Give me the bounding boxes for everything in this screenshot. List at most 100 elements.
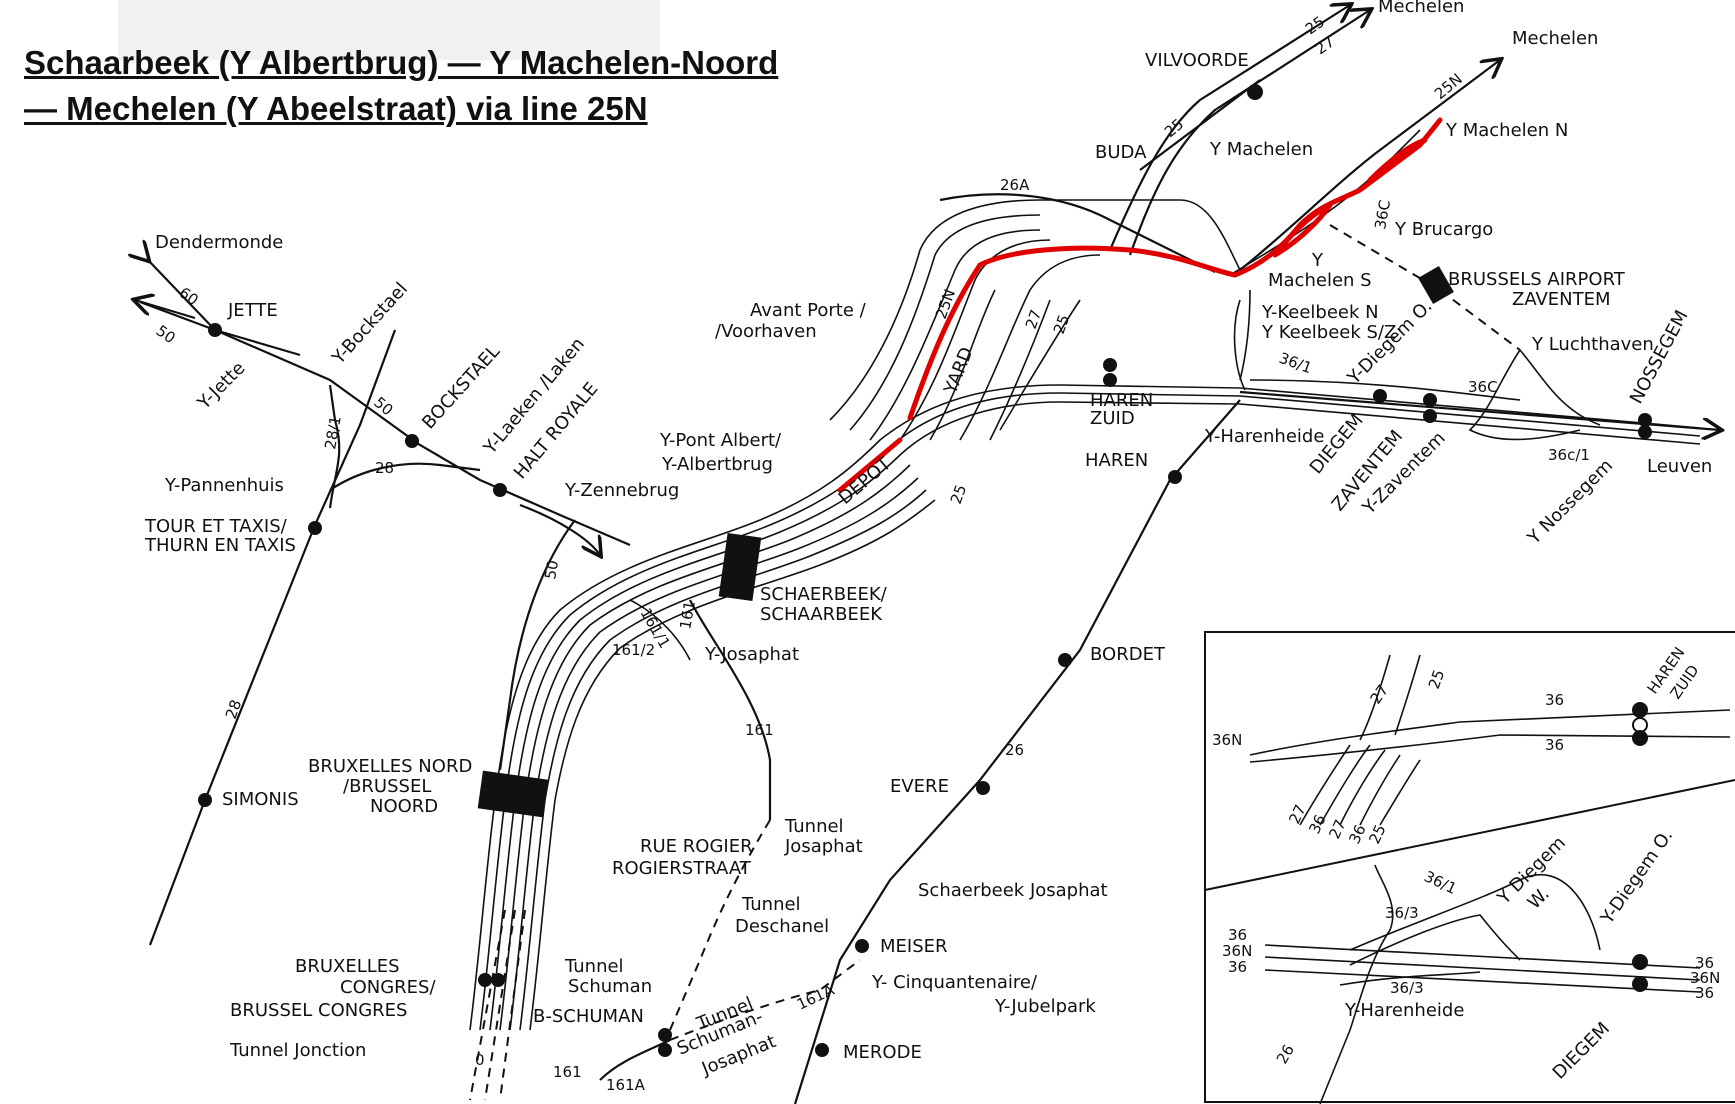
label-tour-taxis-1: TOUR ET TAXIS/ xyxy=(144,516,288,537)
inset-frame xyxy=(1204,631,1735,1103)
label-b-schuman: B-SCHUMAN xyxy=(533,1006,644,1027)
inset1-b25: 25 xyxy=(1365,822,1389,847)
label-bruxelles-nord-1: BRUXELLES NORD xyxy=(308,756,472,777)
label-bruxelles-nord-3: NOORD xyxy=(370,796,438,817)
tunnel-junction-dashed xyxy=(469,909,526,1101)
line-36c-track xyxy=(1249,379,1521,401)
label-y-keelbeek-sz: Y Keelbeek S/Z xyxy=(1261,322,1396,343)
map-title: Schaarbeek (Y Albertbrug) — Y Machelen-N… xyxy=(24,40,778,132)
inset2-r36b: 36 xyxy=(1695,984,1714,1002)
ln-25n: 25N xyxy=(1431,70,1466,103)
label-tunnel-schuman-1: Tunnel xyxy=(564,956,624,977)
ln-28a: 28 xyxy=(375,459,394,477)
ln-50b: 50 xyxy=(370,393,396,419)
ln-36c-b: 36C xyxy=(1468,378,1498,396)
label-schaerbeek-2: SCHAARBEEK xyxy=(760,604,883,625)
label-y-machelen-n: Y Machelen N xyxy=(1445,120,1568,141)
inset1-36n: 36N xyxy=(1212,731,1242,749)
line-26a-track xyxy=(939,193,1216,273)
stations xyxy=(198,84,1652,1057)
inset-divider xyxy=(1204,779,1735,891)
label-rue-rogier-1: RUE ROGIER xyxy=(640,836,753,857)
label-congres-1: BRUXELLES xyxy=(295,956,400,977)
label-y-keelbeek-n: Y-Keelbeek N xyxy=(1261,302,1379,323)
ln-161c: 161 xyxy=(553,1063,582,1081)
label-tunnel-deschanel-2: Deschanel xyxy=(735,916,829,937)
label-avant-porte-2: /Voorhaven xyxy=(715,321,817,342)
label-tunnel-schuman-2: Schuman xyxy=(568,976,652,997)
label-y-zennebrug: Y-Zennebrug xyxy=(564,480,679,501)
inset2-diegem: DIEGEM xyxy=(1549,1018,1614,1083)
ln-26: 26 xyxy=(1005,741,1024,759)
inset1-b27: 27 xyxy=(1285,802,1309,827)
label-congres-3: BRUSSEL CONGRES xyxy=(230,1000,407,1021)
label-bruxelles-nord-2: /BRUSSEL xyxy=(343,776,431,797)
inset1-36a: 36 xyxy=(1545,691,1564,709)
ln-161-2: 161/2 xyxy=(612,641,655,659)
ln-50c: 50 xyxy=(541,559,562,581)
label-tunnel-deschanel-1: Tunnel xyxy=(741,894,801,915)
label-y-machelen: Y Machelen xyxy=(1209,139,1313,160)
inset2-36-3b: 36/3 xyxy=(1390,979,1424,997)
bruxelles-nord-station xyxy=(477,770,549,818)
inset1-labels: 27 25 36 36 36N HAREN ZUID 27 36 27 36 2… xyxy=(1212,644,1703,847)
map-title-line-1: Schaarbeek (Y Albertbrug) — Y Machelen-N… xyxy=(24,44,779,81)
line-25-vilvoorde-track xyxy=(1128,10,1370,256)
label-tunnel-jonction: Tunnel Jonction xyxy=(229,1040,366,1061)
inset1-27: 27 xyxy=(1367,681,1393,707)
ln-161b: 161 xyxy=(745,721,774,739)
label-y-luchthaven: Y Luchthaven xyxy=(1531,334,1654,355)
label-evere: EVERE xyxy=(890,776,949,797)
ln-36c: 36C xyxy=(1371,198,1394,230)
ln-0: 0 xyxy=(475,1051,485,1069)
label-y-cinquantenaire-1: Y- Cinquantenaire/ xyxy=(871,972,1038,993)
label-bordet: BORDET xyxy=(1090,644,1166,665)
inset2-tracks xyxy=(1264,864,1701,1104)
label-y-nossegem: Y Nossegem xyxy=(1523,455,1617,549)
label-y-bockstael: Y-Bockstael xyxy=(327,279,411,370)
ln-60: 60 xyxy=(176,284,202,310)
label-bockstael: BOCKSTAEL xyxy=(418,341,504,433)
ln-26a: 26A xyxy=(1000,176,1030,194)
inset1-tracks xyxy=(1249,654,1731,826)
line-161a-dashed xyxy=(669,959,861,1041)
ln-161: 161 xyxy=(676,599,699,630)
label-y-pannenhuis: Y-Pannenhuis xyxy=(164,475,284,496)
label-y-jette: Y-Jette xyxy=(193,358,250,415)
buda-track xyxy=(1139,79,1261,171)
label-tunnel-josaphat-2: Josaphat xyxy=(784,836,863,857)
schaerbeek-station xyxy=(718,532,762,602)
label-merode: MERODE xyxy=(843,1042,922,1063)
line-28-track xyxy=(148,329,397,946)
line-26-north-track xyxy=(1233,299,1246,391)
label-meiser: MEISER xyxy=(880,936,948,957)
ln-25n-b: 25N xyxy=(932,287,959,322)
line-161-track xyxy=(689,599,772,820)
label-y-harenheide: Y-Harenheide xyxy=(1204,426,1324,447)
label-y-pont-albert-2: Y-Albertbrug xyxy=(661,454,773,475)
ln-161a-b: 161A xyxy=(606,1076,646,1094)
line-36c1b-track xyxy=(1468,349,1581,441)
label-schaerbeek-1: SCHAERBEEK/ xyxy=(760,584,888,605)
inset2-y-harenheide: Y-Harenheide xyxy=(1344,1000,1464,1021)
ln-25d: 25 xyxy=(947,482,970,506)
ln-36c-1: 36c/1 xyxy=(1548,446,1590,464)
line-50-jette-arrow xyxy=(135,300,196,320)
map-title-line-2: — Mechelen (Y Abeelstraat) via line 25N xyxy=(24,90,648,127)
keelbeek-track xyxy=(1239,289,1251,381)
inset2-y-diegem-o: Y-Diegem O. xyxy=(1596,826,1677,929)
place-labels: Mechelen Mechelen VILVOORDE BUDA Y Mache… xyxy=(144,0,1712,1080)
line-28-connector-track xyxy=(329,462,481,491)
ln-27b: 27 xyxy=(1022,307,1045,331)
line-25n-track xyxy=(1239,60,1500,271)
header-background xyxy=(118,0,660,60)
inset2-labels: 36 36N 36 36/1 36/3 36/3 Y Diegem W. Y-D… xyxy=(1222,826,1720,1084)
ln-50a: 50 xyxy=(153,322,179,348)
inset2-36n: 36N xyxy=(1222,942,1252,960)
inset1-25: 25 xyxy=(1425,667,1448,691)
label-mechelen: Mechelen xyxy=(1512,28,1598,49)
zennebrug-curve-track xyxy=(519,503,600,555)
ln-25c: 25 xyxy=(1050,312,1073,336)
inset2-36-1: 36/1 xyxy=(1421,867,1459,898)
